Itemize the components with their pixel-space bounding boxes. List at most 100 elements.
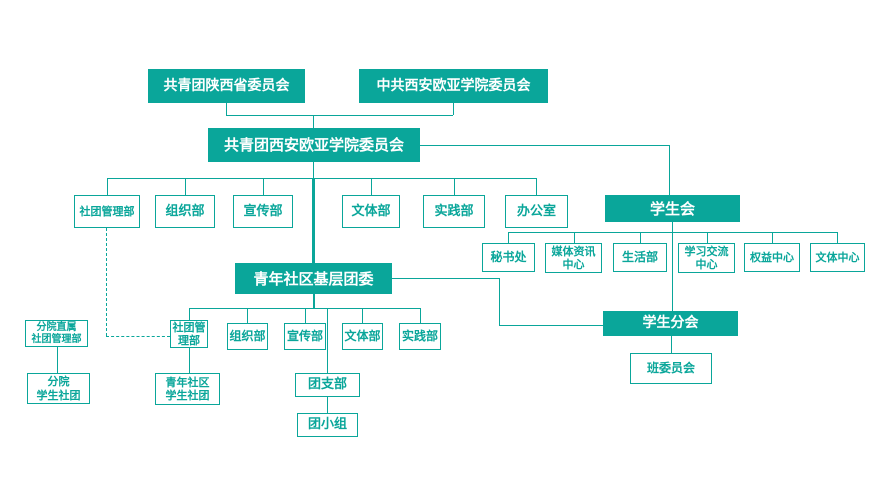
org-connector bbox=[669, 145, 670, 195]
org-node-label: 分院 bbox=[47, 375, 70, 389]
org-node-label: 分院直属 bbox=[36, 321, 77, 333]
org-connector bbox=[362, 308, 363, 323]
org-node-yc-publicity-dept: 宣传部 bbox=[284, 323, 326, 350]
org-connector bbox=[312, 179, 315, 263]
org-connector bbox=[107, 178, 108, 195]
org-node-label: 实践部 bbox=[434, 203, 474, 219]
org-node-label: 团支部 bbox=[307, 377, 347, 393]
org-node-yc-club-management-dept: 社团管理部 bbox=[170, 320, 208, 348]
org-connector bbox=[499, 278, 500, 325]
org-node-label: 权益中心 bbox=[750, 250, 794, 264]
org-connector bbox=[640, 232, 641, 243]
org-connector bbox=[392, 278, 499, 279]
org-connector bbox=[453, 103, 454, 115]
org-connector bbox=[189, 308, 190, 320]
org-connector bbox=[313, 162, 314, 179]
org-connector bbox=[454, 178, 455, 195]
org-connector bbox=[707, 232, 708, 243]
org-node-organization-dept: 组织部 bbox=[155, 195, 215, 228]
org-connector bbox=[313, 115, 314, 128]
org-connector bbox=[263, 178, 264, 195]
org-connector bbox=[536, 178, 537, 195]
org-node-label: 宣传部 bbox=[286, 329, 323, 344]
org-connector bbox=[371, 178, 372, 195]
org-connector bbox=[189, 308, 420, 309]
org-connector bbox=[247, 308, 248, 323]
org-connector bbox=[508, 232, 509, 243]
org-node-label: 学生分会 bbox=[642, 315, 699, 332]
org-node-label: 学生社团 bbox=[165, 389, 210, 402]
org-node-label: 共青团陕西省委员会 bbox=[163, 77, 290, 94]
org-node-label: 青年社区 bbox=[165, 375, 210, 389]
org-node-label: 媒体资讯 bbox=[551, 244, 596, 258]
org-connector bbox=[327, 397, 328, 413]
org-node-label: 学生会 bbox=[649, 199, 695, 218]
org-connector bbox=[185, 178, 186, 195]
org-connector bbox=[420, 145, 669, 146]
org-node-club-management-dept: 社团管理部 bbox=[74, 195, 140, 228]
org-node-cyl-eurasia-committee: 共青团西安欧亚学院委员会 bbox=[208, 128, 420, 162]
org-node-publicity-dept: 宣传部 bbox=[233, 195, 293, 228]
org-node-culture-sports-dept: 文体部 bbox=[342, 195, 400, 228]
org-node-yc-organization-dept: 组织部 bbox=[227, 323, 268, 350]
org-connector bbox=[305, 308, 306, 323]
org-node-label: 社团管理部 bbox=[79, 204, 135, 218]
org-node-label: 理部 bbox=[178, 334, 200, 347]
org-node-yc-practice-dept: 实践部 bbox=[399, 323, 441, 350]
org-node-league-group: 团小组 bbox=[297, 413, 358, 437]
org-node-youth-community-committee: 青年社区基层团委 bbox=[235, 263, 392, 294]
org-node-label: 文体部 bbox=[351, 203, 391, 219]
org-node-label: 社团管理部 bbox=[31, 333, 82, 345]
org-node-label: 学习交流 bbox=[684, 244, 729, 258]
org-node-student-sub-union: 学生分会 bbox=[603, 311, 738, 336]
org-connector bbox=[327, 308, 328, 373]
org-connector bbox=[508, 232, 837, 233]
org-node-label: 学生社团 bbox=[36, 388, 81, 402]
org-node-practice-dept: 实践部 bbox=[423, 195, 485, 228]
org-connector bbox=[772, 232, 773, 243]
org-node-rights-center: 权益中心 bbox=[744, 243, 800, 272]
org-node-secretariat: 秘书处 bbox=[482, 243, 535, 272]
org-node-league-branch: 团支部 bbox=[295, 373, 360, 397]
org-node-label: 社团管 bbox=[172, 320, 206, 334]
org-node-label: 班委员会 bbox=[646, 361, 695, 376]
org-node-yc-culture-sports-dept: 文体部 bbox=[342, 323, 383, 350]
org-connector bbox=[226, 103, 227, 115]
org-connector bbox=[671, 336, 672, 353]
org-node-label: 秘书处 bbox=[490, 250, 527, 265]
org-node-label: 办公室 bbox=[516, 203, 556, 219]
org-node-label: 组织部 bbox=[165, 203, 205, 219]
org-node-life-dept: 生活部 bbox=[613, 243, 667, 272]
org-node-culture-sports-center: 文体中心 bbox=[810, 243, 865, 272]
org-node-label: 宣传部 bbox=[243, 203, 283, 219]
org-node-media-info-center: 媒体资讯中心 bbox=[545, 243, 602, 273]
org-connector bbox=[574, 232, 575, 243]
org-connector bbox=[226, 115, 453, 116]
org-connector bbox=[106, 336, 170, 337]
org-connector bbox=[313, 294, 315, 308]
org-node-label: 生活部 bbox=[621, 250, 658, 265]
org-node-study-exchange-center: 学习交流中心 bbox=[678, 243, 735, 273]
org-node-branch-student-clubs: 分院学生社团 bbox=[27, 373, 90, 404]
org-node-branch-club-management-dept: 分院直属社团管理部 bbox=[25, 320, 88, 347]
org-connector bbox=[189, 348, 190, 373]
org-connector bbox=[420, 308, 421, 323]
org-node-cpc-eurasia-committee: 中共西安欧亚学院委员会 bbox=[359, 69, 548, 103]
org-node-label: 文体部 bbox=[344, 329, 381, 344]
org-connector bbox=[57, 345, 58, 373]
org-connector bbox=[499, 325, 603, 326]
org-node-label: 共青团西安欧亚学院委员会 bbox=[223, 136, 404, 154]
org-node-cyl-shaanxi-committee: 共青团陕西省委员会 bbox=[148, 69, 305, 103]
org-node-label: 中心 bbox=[695, 258, 718, 271]
org-connector bbox=[837, 232, 838, 243]
org-connector bbox=[107, 178, 536, 179]
org-node-student-union: 学生会 bbox=[605, 195, 740, 222]
org-node-label: 青年社区基层团委 bbox=[253, 269, 374, 288]
org-connector bbox=[106, 228, 107, 336]
org-node-label: 文体中心 bbox=[815, 250, 860, 264]
org-node-yc-student-clubs: 青年社区学生社团 bbox=[155, 373, 220, 405]
org-node-label: 团小组 bbox=[307, 417, 347, 433]
org-node-office: 办公室 bbox=[505, 195, 568, 228]
org-node-label: 组织部 bbox=[229, 329, 266, 344]
